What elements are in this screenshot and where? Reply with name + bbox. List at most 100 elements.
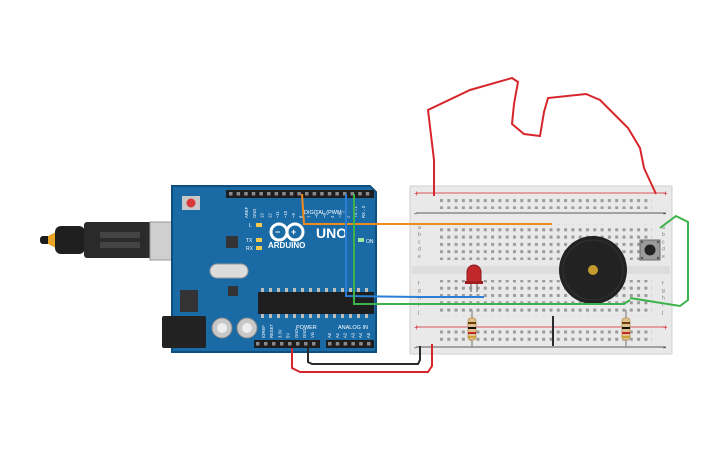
top-power-rail — [440, 195, 652, 209]
black-gnd-wire[interactable] — [307, 346, 421, 365]
bottom-left-minus: - — [414, 343, 417, 352]
arduino-logo: − + — [269, 222, 305, 242]
power-pin-label-3: 5V — [286, 333, 291, 338]
power-pin-label-1: RESET — [269, 324, 274, 338]
analog-pin-label-5: A5 — [366, 332, 371, 338]
svg-text:+: + — [291, 227, 296, 237]
row-letter-top-right-c: c — [662, 239, 665, 245]
piezo-buzzer[interactable] — [559, 236, 627, 304]
top-pin-label-2: 13 — [260, 213, 265, 218]
top-pin-label-10: ~5 — [322, 213, 327, 218]
row-letter-top-left-a: a — [418, 225, 421, 231]
led-tx — [256, 238, 262, 242]
usb-chip — [226, 236, 238, 248]
row-letter-top-right-e: e — [662, 254, 665, 260]
power-pin-label-0: IOREF — [261, 325, 266, 338]
led-rx-label: RX — [246, 246, 254, 252]
svg-text:−: − — [275, 227, 280, 237]
row-letter-top-left-c: c — [418, 239, 421, 245]
row-letter-bottom-left-i: i — [418, 303, 419, 309]
resistor-right[interactable] — [621, 310, 631, 348]
green-button-wire[interactable] — [629, 214, 689, 308]
row-letter-top-right-d: d — [662, 247, 665, 253]
digital-label: DIGITAL (PWM~) — [304, 210, 347, 216]
crystal-oscillator — [209, 263, 249, 279]
row-letter-top-left-e: e — [418, 254, 421, 260]
row-letter-bottom-left-j: j — [417, 310, 419, 316]
arduino-uno-board: − + ARDUINO UNO DIGITAL (PWM~) POWER ANA… — [162, 185, 377, 353]
top-pin-label-8: 7 — [306, 215, 311, 218]
analog-header — [326, 340, 374, 348]
blue-signal-wire[interactable] — [345, 194, 484, 298]
row-letter-bottom-right-g: g — [662, 288, 665, 294]
led-l-label: L — [249, 223, 252, 229]
top-pin-label-13: 2 — [345, 215, 350, 218]
top-pin-label-6: ~9 — [291, 213, 296, 218]
analog-pin-label-1: A1 — [335, 332, 340, 338]
row-letter-top-right-b: b — [662, 232, 665, 238]
top-pin-label-0: AREF — [244, 206, 249, 218]
power-pin-label-2: 3.3V — [277, 329, 282, 338]
top-pin-label-15: RX←0 — [361, 205, 366, 218]
analog-pin-label-3: A3 — [350, 332, 355, 338]
green-signal-wire[interactable] — [353, 194, 631, 305]
analog-pin-label-2: A2 — [343, 332, 348, 338]
row-letter-bottom-left-f: f — [418, 281, 420, 287]
resistor-left[interactable] — [467, 310, 477, 348]
top-pin-label-1: GND — [252, 209, 257, 218]
row-letter-bottom-left-h: h — [418, 295, 421, 301]
row-letter-bottom-right-h: h — [662, 295, 665, 301]
power-pin-label-5: GND — [302, 329, 307, 338]
red-5v-wire[interactable] — [291, 344, 433, 373]
row-letter-top-right-a: a — [662, 225, 665, 231]
power-header — [254, 340, 320, 348]
atmega-chip — [258, 292, 374, 314]
top-pin-label-14: TX→1 — [353, 205, 358, 218]
led-rx — [256, 246, 262, 250]
top-pin-label-5: ~10 — [283, 210, 288, 218]
top-pin-label-4: ~11 — [275, 211, 280, 218]
bottom-right-plus: + — [663, 323, 668, 332]
top-left-plus: + — [414, 189, 419, 198]
analog-pin-label-4: A4 — [358, 332, 363, 338]
row-letter-bottom-left-g: g — [418, 288, 421, 294]
row-letter-top-left-d: d — [418, 247, 421, 253]
power-pin-label-6: Vin — [310, 331, 315, 338]
led-l — [256, 223, 262, 227]
analog-label: ANALOG IN — [338, 325, 368, 331]
row-letter-bottom-right-f: f — [662, 281, 664, 287]
power-pin-label-4: GND — [294, 329, 299, 338]
top-pin-label-7: 8 — [299, 215, 304, 218]
push-button[interactable] — [639, 239, 661, 261]
bottom-left-plus: + — [414, 323, 419, 332]
led-tx-label: TX — [246, 238, 253, 244]
power-led — [358, 238, 364, 242]
usb-cable — [40, 222, 152, 258]
red-led[interactable] — [465, 264, 483, 292]
center-channel — [412, 266, 670, 274]
top-right-minus: - — [663, 209, 666, 218]
top-pin-label-11: 4 — [330, 215, 335, 218]
on-label: ON — [366, 239, 374, 245]
top-left-minus: - — [414, 209, 417, 218]
orange-signal-wire[interactable] — [301, 193, 552, 225]
analog-pin-label-0: A0 — [327, 332, 332, 338]
top-pin-label-9: ~6 — [314, 213, 319, 218]
top-pin-label-12: ~3 — [338, 213, 343, 218]
top-pin-label-3: 12 — [267, 213, 272, 218]
row-letter-bottom-right-i: i — [662, 303, 663, 309]
model-text: UNO — [316, 225, 347, 241]
reset-button[interactable] — [186, 198, 196, 208]
row-letter-top-left-b: b — [418, 232, 421, 238]
brand-text: ARDUINO — [268, 241, 305, 250]
voltage-regulator — [180, 290, 198, 312]
power-label: POWER — [296, 325, 317, 331]
bottom-power-rail — [440, 330, 652, 344]
dc-jack — [162, 316, 206, 348]
top-right-plus: + — [663, 189, 668, 198]
bottom-right-minus: - — [663, 343, 666, 352]
red-power-wire-top[interactable] — [426, 76, 657, 196]
row-letter-bottom-right-j: j — [661, 310, 663, 316]
